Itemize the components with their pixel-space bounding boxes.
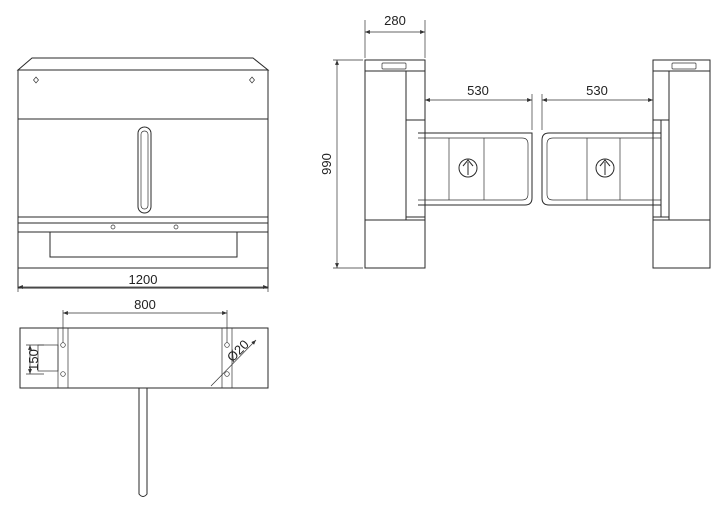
up-arrow-circle-icon bbox=[595, 158, 615, 178]
screw-icon bbox=[249, 76, 255, 84]
up-arrow-circle-icon bbox=[458, 158, 478, 178]
dim-cabinet-width: 280 bbox=[384, 13, 406, 28]
right-cabinet-top-indicator bbox=[671, 62, 697, 70]
mounting-hole-icon bbox=[60, 342, 66, 348]
side-view: 280 990 530 530 bbox=[319, 13, 711, 269]
screw-hole-icon bbox=[173, 224, 179, 230]
dim-hole-diameter: Ø20 bbox=[224, 337, 252, 365]
left-cabinet-top-indicator bbox=[381, 62, 407, 70]
base-plate bbox=[19, 327, 269, 389]
dim-left-wing: 530 bbox=[467, 83, 489, 98]
dim-hole-spacing: 800 bbox=[134, 297, 156, 312]
base-plan-view: 800 150 Ø20 bbox=[19, 297, 269, 497]
screw-hole-icon bbox=[110, 224, 116, 230]
front-recess-panel bbox=[49, 231, 238, 258]
mounting-hole-icon bbox=[224, 371, 230, 377]
left-wing bbox=[418, 132, 533, 206]
front-top-lid bbox=[16, 57, 270, 71]
front-body bbox=[17, 69, 269, 289]
dim-base-depth: 150 bbox=[26, 349, 41, 371]
left-cabinet bbox=[364, 59, 426, 269]
front-handle-slot bbox=[137, 126, 152, 214]
front-view: 1200 bbox=[16, 57, 270, 292]
base-post bbox=[138, 388, 148, 497]
right-cabinet bbox=[652, 59, 711, 269]
screw-icon bbox=[33, 76, 39, 84]
mounting-hole-icon bbox=[224, 342, 230, 348]
right-wing bbox=[541, 132, 661, 206]
mounting-hole-icon bbox=[60, 371, 66, 377]
dim-right-wing: 530 bbox=[586, 83, 608, 98]
dim-cabinet-height: 990 bbox=[319, 153, 334, 175]
base-left-bracket bbox=[37, 344, 59, 372]
dim-front-width: 1200 bbox=[129, 272, 158, 287]
